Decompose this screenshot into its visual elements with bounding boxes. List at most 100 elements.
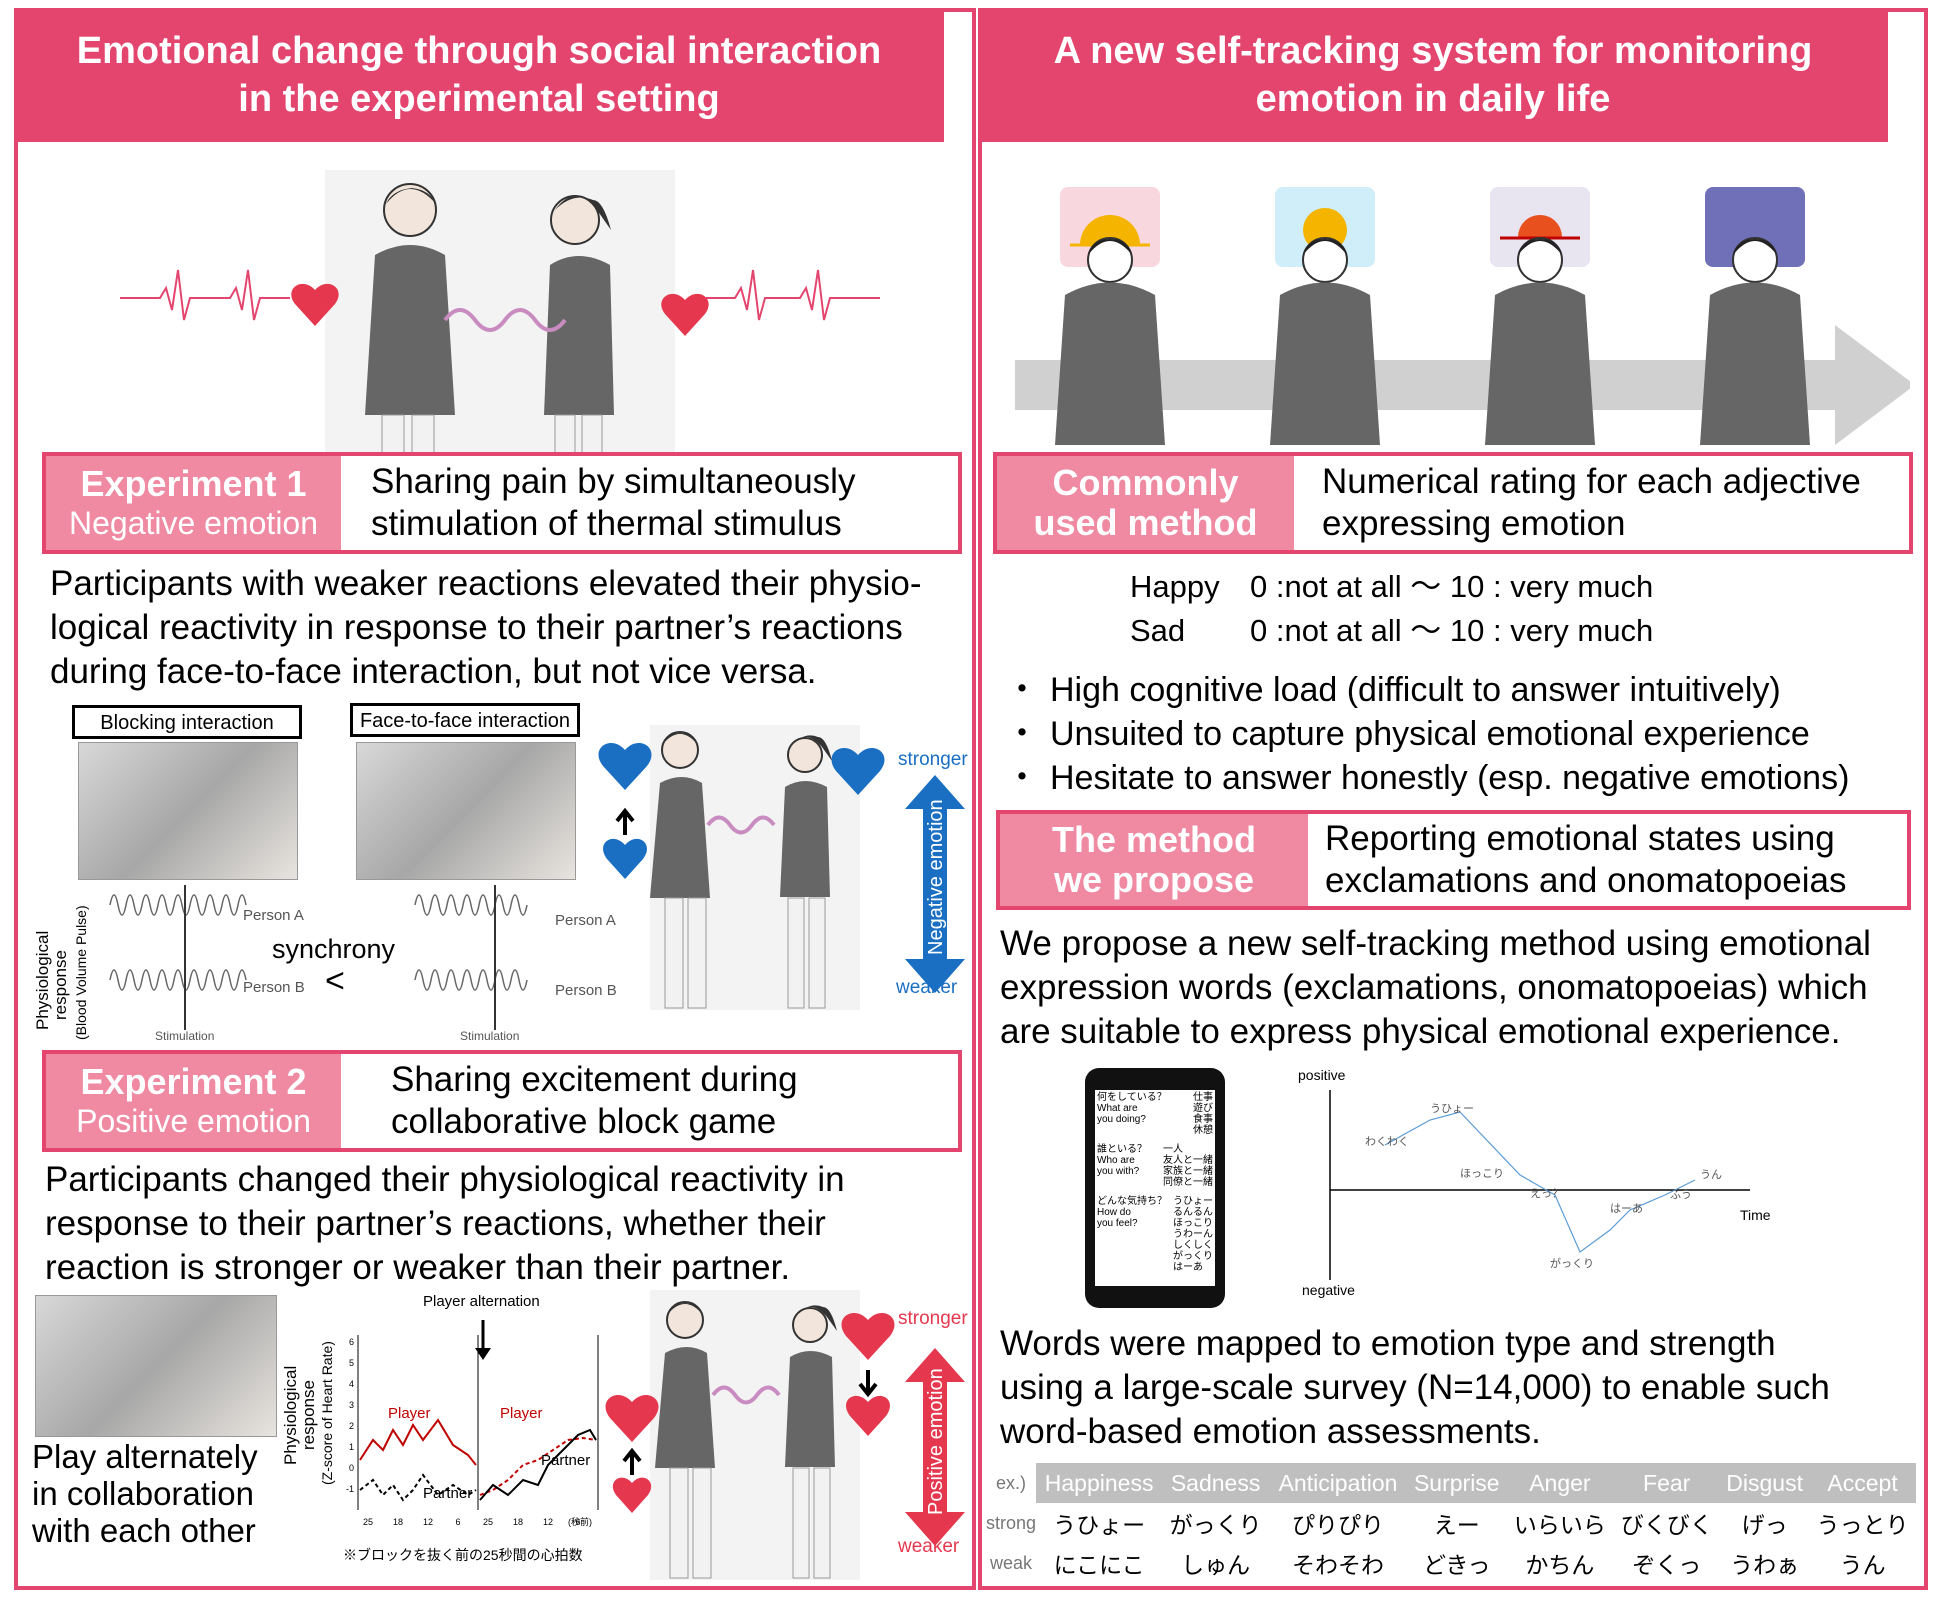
proposed-desc-line1: Reporting emotional states using [1325,819,1835,858]
hr-ytick: 4 [349,1379,354,1389]
seconds-label: (秒前) [568,1516,592,1527]
exp2-caption-line2: in collaboration [32,1475,254,1512]
hr-xtick: 12 [543,1517,553,1527]
person-b-label-1: Person B [243,979,305,996]
a2-opt[interactable]: 友人と一緒 [1163,1155,1213,1166]
partner-label-1: Partner [423,1485,472,1502]
proposal-paragraph: We propose a new self-tracking method us… [1000,922,1920,1054]
down-arrow-icon [858,1370,878,1398]
ecg-right [705,269,880,321]
a2-opt[interactable]: 同僚と一緒 [1163,1177,1213,1188]
a1-opt[interactable]: 遊び [1193,1103,1213,1114]
exp2-weaker: weaker [897,1536,960,1557]
table-row: strong うひょー がっくり ぴりぴり えー いらいら びくびく げっ うっ… [986,1503,1916,1543]
exp1-illustration: stronger Negative emotion weaker [598,725,968,1010]
a3-opt[interactable]: うわーん [1173,1229,1213,1240]
table-cell: ぴりぴり [1292,1512,1385,1538]
q3-en1: How do [1097,1207,1131,1218]
time-label: Time [1740,1207,1771,1223]
a3-opt[interactable]: しくしく [1173,1240,1213,1251]
emotion-word-table: ex.) Happiness Sadness Anticipation Surp… [986,1463,1916,1583]
exp2-caption-line3: with each other [32,1512,256,1549]
table-header: Sadness [1162,1463,1269,1503]
proposal-line1: We propose a new self-tracking method us… [1000,924,1871,963]
experiment2-subtitle: Positive emotion [76,1103,311,1139]
hr-xtick: 6 [455,1517,460,1527]
table-cell: いらいら [1513,1512,1606,1538]
a2-opt[interactable]: 家族と一緒 [1163,1166,1213,1177]
interaction-illustration [120,170,880,460]
experiment2-title: Experiment 2 [80,1061,307,1102]
exp1-para-line3: during face-to-face interaction, but not… [50,652,817,691]
q1-en1: What are [1097,1103,1138,1114]
experiment1-description: Sharing pain by simultaneously stimulati… [371,456,855,550]
a3-opt[interactable]: はーあ [1173,1262,1203,1273]
blue-heart-top-icon [598,742,652,790]
q1-en2: you doing? [1097,1114,1146,1125]
rating-scale-happy: 0 :not at all ～ 10 : very much [1250,569,1654,604]
exp1-para-line1: Participants with weaker reactions eleva… [50,564,922,603]
heart-left-icon [291,283,339,326]
player-label-1: Player [388,1405,431,1422]
left-title-banner: Emotional change through social interact… [14,8,944,142]
a3-opt[interactable]: るんるん [1173,1207,1213,1218]
figure-1 [1055,187,1165,445]
left-title-line1: Emotional change through social interact… [76,30,882,72]
right-title-line2: emotion in daily life [1255,78,1611,120]
positive-emotion-label: Positive emotion [925,1368,947,1515]
q1-jp: 何をしている？ [1097,1092,1167,1103]
table-header: Anger [1506,1463,1614,1503]
a1-opt[interactable]: 食事 [1193,1114,1213,1125]
player-alternation-label: Player alternation [423,1293,540,1310]
synchrony-label: synchrony [272,934,396,964]
word-e: えっ？ [1530,1187,1563,1200]
common-method-description: Numerical rating for each adjective expr… [1322,456,1861,550]
bullet-item: ・ Unsuited to capture physical emotional … [1005,712,1849,756]
a1-opt[interactable]: 休憩 [1193,1125,1213,1136]
hr-ytick: 0 [349,1463,354,1473]
bullet-text: Unsuited to capture physical emotional e… [1050,715,1810,753]
a3-opt[interactable]: ほっこり [1173,1218,1213,1229]
hr-xtick: 12 [423,1517,433,1527]
bullet-mark: ・ [1005,759,1039,797]
experiment2-label: Experiment 2 Positive emotion [46,1054,341,1148]
partner-label-2: Partner [541,1452,590,1469]
experiment2-box: Experiment 2 Positive emotion Sharing ex… [42,1050,962,1152]
a3-opt[interactable]: うひょー [1173,1196,1213,1207]
hr-ytick: 3 [349,1400,354,1410]
a2-opt[interactable]: 一人 [1163,1144,1183,1155]
proposed-method-label: The method we propose [1000,814,1308,906]
blue-heart-bottom-icon [603,838,647,879]
common-method-line1: Commonly [1052,462,1239,503]
table-cell: がっくり [1169,1512,1262,1538]
table-cell: そわそわ [1292,1552,1385,1578]
person-a-label-2: Person A [555,912,616,929]
common-method-line2: used method [1033,502,1258,543]
bullet-list: ・High cognitive load (difficult to answe… [1005,668,1849,800]
block-game-photo [35,1295,277,1437]
table-header: Accept [1809,1463,1916,1503]
bullet-item: ・Hesitate to answer honestly (esp. negat… [1005,756,1849,800]
experiment1-desc-line2: stimulation of thermal stimulus [371,504,842,543]
experiment2-desc-line2: collaborative block game [391,1102,777,1141]
moon-icon [1705,187,1805,267]
a3-opt[interactable]: がっくり [1173,1251,1213,1262]
emotion-timeline: positive negative Time わくわく うひょー ほっこり えっ… [1298,1067,1771,1298]
survey-line2: using a large-scale survey (N=14,000) to… [1000,1368,1830,1407]
up-arrow-2-icon [622,1447,642,1475]
table-cell: かちん [1525,1552,1595,1578]
proposed-method-box: The method we propose Reporting emotiona… [996,810,1911,910]
bullet-mark: ・ [1005,715,1039,753]
exp2-caption-line1: Play alternately [32,1438,258,1475]
proposal-line2: expression words (exclamations, onomatop… [1000,968,1868,1007]
a1-opt[interactable]: 仕事 [1193,1092,1213,1103]
left-title-line2: in the experimental setting [238,78,720,120]
experiment1-title: Experiment 1 [80,463,307,504]
negative-label: negative [1302,1282,1355,1298]
proposal-line3: are suitable to express physical emotion… [1000,1012,1841,1051]
bvp-ylabel-line1: Physiological [33,931,52,1030]
